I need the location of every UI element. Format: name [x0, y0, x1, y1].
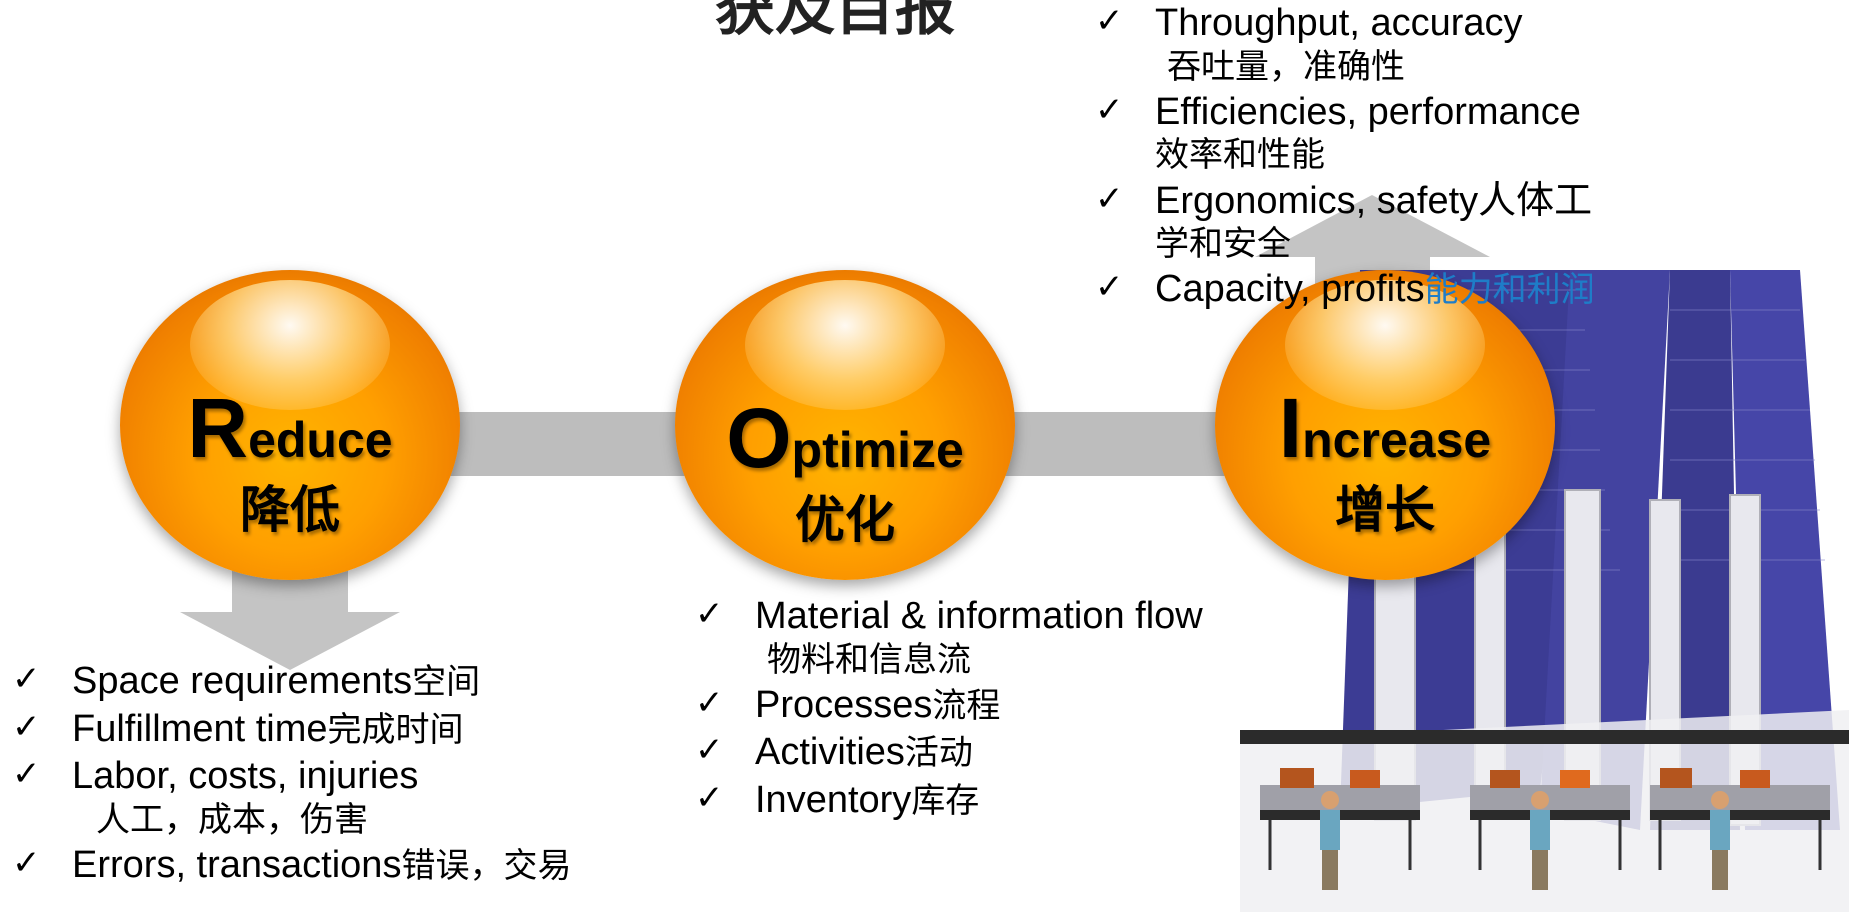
slide-title: 获及目报: [715, 0, 955, 44]
check-icon: ✓: [695, 594, 724, 634]
connector-reduce-optimize: [440, 412, 700, 476]
optimize-label: Optimize: [726, 391, 964, 485]
optimize-cn-label: 优化: [795, 491, 895, 549]
list-item: ✓ Efficiencies, performance 效率和性能: [1095, 89, 1581, 176]
list-item: ✓ Material & information flow 物料和信息流: [695, 594, 1203, 680]
list-item: ✓ Errors, transactions错误，交易: [12, 843, 572, 887]
increase-label: Increase: [1278, 381, 1492, 475]
reduce-benefits-list: ✓ Space requirements空间 ✓ Fulfillment tim…: [12, 659, 652, 888]
up-arrow: [1255, 195, 1490, 305]
list-item: ✓ Throughput, accuracy 吞吐量，准确性: [1095, 1, 1523, 87]
check-icon: ✓: [1095, 89, 1124, 130]
list-item: ✓ Ergonomics, safety人体工 学和安全: [1095, 178, 1593, 265]
increase-circle: Increase 增长: [1215, 270, 1555, 580]
check-icon: ✓: [1095, 178, 1124, 219]
list-item: ✓ Capacity, profits能力和利润: [1095, 267, 1595, 311]
check-icon: ✓: [12, 706, 41, 747]
optimize-benefits-list: ✓ Material & information flow 物料和信息流 ✓ P…: [695, 594, 1295, 823]
check-icon: ✓: [12, 843, 41, 884]
check-icon: ✓: [695, 730, 724, 771]
connector-optimize-increase: [990, 412, 1250, 476]
list-item: ✓ Processes流程: [695, 682, 1001, 726]
optimize-circle: Optimize 优化: [675, 270, 1015, 580]
check-icon: ✓: [12, 754, 41, 795]
list-item: ✓ Labor, costs, injuries 人工，成本，伤害: [12, 754, 419, 841]
check-icon: ✓: [1095, 267, 1124, 308]
list-item: ✓ Fulfillment time完成时间: [12, 706, 464, 750]
check-icon: ✓: [1095, 1, 1124, 41]
reduce-cn-label: 降低: [240, 481, 340, 539]
down-arrow: [180, 560, 400, 670]
reduce-label: Reduce: [187, 381, 393, 475]
check-icon: ✓: [12, 659, 41, 699]
check-icon: ✓: [695, 682, 724, 723]
list-item: ✓ Inventory库存: [695, 778, 980, 822]
check-icon: ✓: [695, 778, 724, 819]
list-item: ✓ Activities活动: [695, 730, 973, 774]
increase-cn-label: 增长: [1335, 481, 1435, 539]
list-item: ✓ Space requirements空间: [12, 659, 481, 702]
increase-benefits-list: ✓ Throughput, accuracy 吞吐量，准确性 ✓ Efficie…: [1095, 1, 1655, 312]
reduce-circle: Reduce 降低: [120, 270, 460, 580]
